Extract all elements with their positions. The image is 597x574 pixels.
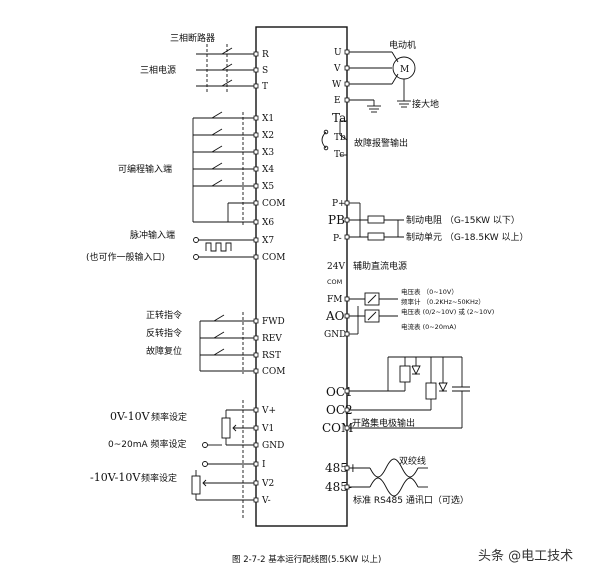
- bipolar-set-prefix: -10V-10V: [90, 471, 141, 484]
- terminal-485-plus: 485+: [325, 461, 358, 475]
- figure-caption: 图 2-7-2 基本运行配线图(5.5KW 以上): [232, 554, 381, 565]
- bipolar-set-suffix: 频率设定: [141, 472, 177, 484]
- brake-resistor-label: 制动电阻 （G-15KW 以下）: [406, 214, 520, 226]
- voltage-set-prefix: 0V-10V: [110, 410, 151, 423]
- watermark: 头条 @电工技术: [478, 548, 573, 564]
- terminal-COM-1: COM: [262, 199, 285, 209]
- prog-input-label: 可编程输入端: [118, 163, 172, 175]
- pulse-input-group: [193, 237, 256, 260]
- rs485-group: [347, 458, 428, 497]
- voltage-set-suffix: 频率设定: [151, 411, 187, 423]
- motor-group: [347, 51, 416, 113]
- terminal-V2: V2: [261, 479, 274, 489]
- terminal-X3: X3: [262, 148, 274, 158]
- relay-coil-2: [425, 382, 437, 400]
- terminal-COM-2: COM: [262, 253, 285, 263]
- terminal-RST: RST: [262, 351, 281, 361]
- volt-alt-label: 电压表 (0/2~10V) 或 (2~10V): [401, 307, 494, 316]
- terminal-V-minus: V-: [261, 496, 271, 506]
- run-command-group: [199, 312, 256, 374]
- power-source-label: 三相电源: [140, 64, 176, 76]
- terminal-OC2: OC2: [326, 403, 353, 417]
- relay-coil-1: [399, 365, 411, 383]
- terminal-E: E: [334, 96, 341, 106]
- fwd-command-label: 正转指令: [146, 309, 182, 321]
- terminal-485-minus: 485-: [325, 480, 352, 494]
- terminal-PB: PB: [328, 213, 345, 227]
- terminal-FWD: FWD: [262, 317, 285, 327]
- terminal-X7: X7: [262, 236, 274, 246]
- twisted-pair-label: 双绞线: [399, 455, 426, 467]
- power-input-group: [196, 44, 256, 92]
- brake-unit: [367, 232, 385, 241]
- terminal-S: S: [262, 66, 268, 76]
- terminal-OC1: OC1: [326, 385, 353, 399]
- terminal-V1: V1: [261, 424, 274, 434]
- terminal-24V: 24V: [327, 262, 345, 272]
- pulse-general-label: (也可作一般输入口): [86, 251, 165, 263]
- fault-reset-label: 故障复位: [146, 345, 182, 357]
- voltmeter-label: 电压表 （0~10V）: [401, 287, 458, 296]
- inverter-body: [255, 26, 348, 527]
- pulse-input-label: 脉冲输入端: [130, 229, 175, 241]
- motor-label: 电动机: [389, 39, 416, 51]
- freq-meter-label: 频率计 （0.2KHz~50KHz）: [401, 297, 485, 306]
- terminal-R: R: [262, 50, 269, 60]
- terminal-X1: X1: [262, 114, 274, 124]
- terminal-X6: X6: [262, 218, 274, 228]
- terminal-FM: FM: [327, 295, 342, 305]
- ammeter-label: 电流表 (0~20mA): [401, 322, 456, 331]
- oc-output-label: 开路集电极输出: [352, 417, 415, 429]
- current-set-label: 0~20mA 频率设定: [108, 438, 187, 450]
- brake-unit-label: 制动单元 （G-18.5KW 以上）: [406, 231, 528, 243]
- aux-power-label: 辅助直流电源: [353, 260, 407, 272]
- terminal-X2: X2: [262, 131, 274, 141]
- braking-group: [347, 202, 404, 241]
- terminal-COM-a: COM: [327, 278, 342, 286]
- terminal-Tb: Tb: [334, 133, 346, 143]
- brake-resistor: [367, 215, 385, 224]
- terminal-W: W: [332, 80, 342, 90]
- terminal-V: V: [333, 64, 341, 74]
- terminal-X5: X5: [262, 182, 274, 192]
- terminal-Tc: Tc: [334, 150, 344, 160]
- terminal-X4: X4: [262, 165, 274, 175]
- terminal-markers: [253, 49, 350, 503]
- analog-output-group: [347, 292, 398, 335]
- ground-label: 接大地: [412, 98, 439, 110]
- terminal-GND-left: GND: [262, 441, 284, 451]
- terminal-Ta: Ta: [332, 111, 346, 125]
- terminal-V-plus: V+: [261, 406, 276, 416]
- terminal-GND-right: GND: [324, 330, 346, 340]
- analog-input-group: [191, 400, 256, 518]
- rev-command-label: 反转指令: [146, 327, 182, 339]
- open-collector-group: [347, 356, 470, 429]
- fault-relay-group: [321, 120, 348, 156]
- fault-relay-label: 故障报警输出: [354, 137, 408, 149]
- terminal-REV: REV: [262, 334, 282, 344]
- motor-letter: M: [400, 65, 409, 75]
- terminal-T: T: [262, 82, 268, 92]
- terminal-U: U: [334, 48, 342, 58]
- rs485-label: 标准 RS485 通讯口（可选）: [353, 494, 469, 506]
- terminal-P-minus: P-: [333, 234, 342, 244]
- breaker-label: 三相断路器: [170, 32, 215, 44]
- terminal-COM-3: COM: [262, 367, 285, 377]
- terminal-P-plus: P+: [332, 199, 346, 209]
- terminal-COM-b: COM: [322, 421, 353, 435]
- terminal-I: I: [262, 460, 266, 470]
- prog-input-group: [192, 111, 256, 225]
- terminal-AO: AO: [325, 309, 345, 323]
